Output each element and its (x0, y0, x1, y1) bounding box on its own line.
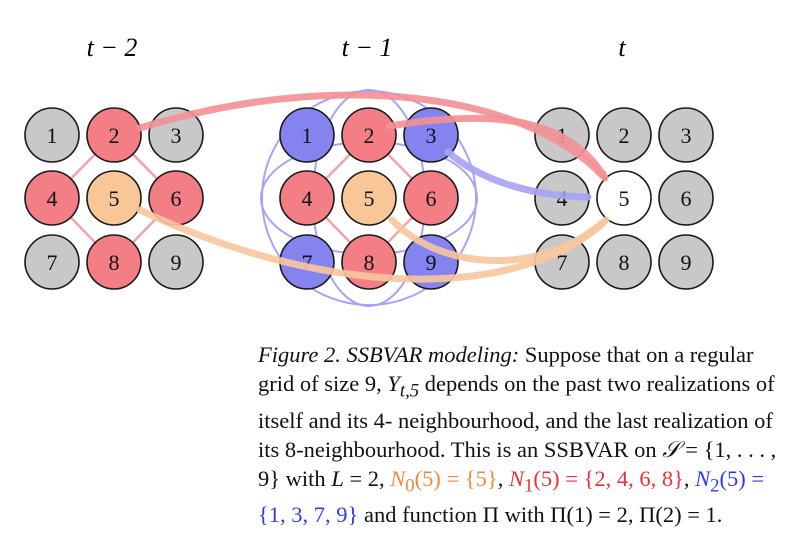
arrow-orange-t-minus-1 (388, 216, 610, 265)
node-t-6 (658, 170, 714, 226)
node-label-t-6: 6 (681, 186, 692, 211)
node-t-9 (658, 234, 714, 290)
arrow-blue-t-minus-1 (444, 148, 592, 202)
arrow-layer (136, 91, 610, 283)
node-label-t-2-7: 7 (47, 250, 58, 275)
node-label-t-1-8: 8 (364, 250, 375, 275)
node-t-1-1 (279, 107, 335, 163)
node-label-t-7: 7 (557, 250, 568, 275)
node-t-8 (596, 234, 652, 290)
node-label-t-2-9: 9 (171, 250, 182, 275)
node-label-t-1-2: 2 (364, 123, 375, 148)
caption-n0: N0(5) = {5} (390, 465, 498, 497)
caption-n2: N2(5) = {1, 3, 7, 9} (258, 465, 765, 528)
node-label-t-8: 8 (619, 250, 630, 275)
node-label-t-2-6: 6 (171, 186, 182, 211)
caption-label: Figure 2. SSBVAR modeling: (258, 342, 520, 367)
caption-text-4: = 2, (343, 465, 391, 491)
node-t-5 (596, 170, 652, 226)
node-label-t-9: 9 (681, 250, 692, 275)
node-t-1-4 (279, 170, 335, 226)
node-t-2 (596, 107, 652, 163)
node-label-t-3: 3 (681, 123, 692, 148)
node-t-2-7 (24, 234, 80, 290)
arrow-red-t-minus-1 (386, 114, 609, 182)
node-label-t-2-2: 2 (109, 123, 120, 148)
time-label-t-minus-1: t − 1 (342, 33, 393, 62)
time-label-t-minus-2: t − 2 (87, 33, 138, 62)
caption-n1: N1(5) = {2, 4, 6, 8} (508, 465, 684, 497)
node-label-t-1-1: 1 (302, 123, 313, 148)
node-t-1-5 (341, 170, 397, 226)
node-label-t-2-4: 4 (47, 186, 58, 211)
node-label-t-1-7: 7 (302, 250, 313, 275)
node-t-2-4 (24, 170, 80, 226)
node-label-t-2-8: 8 (109, 250, 120, 275)
node-label-t-1-9: 9 (426, 250, 437, 275)
caption-l-var: L (331, 465, 344, 491)
arrow-red-t-minus-2 (136, 91, 607, 180)
node-t-1-2 (341, 107, 397, 163)
caption-text-5: and function Π with Π(1) = 2, Π(2) = 1. (358, 502, 723, 527)
node-label-t-1-5: 5 (364, 186, 375, 211)
caption-text-3: = {1, . . . , 9} with (258, 436, 777, 491)
caption-text-2: depends on the past two realizations of … (258, 371, 775, 462)
node-t-2-1 (24, 107, 80, 163)
node-t-2-9 (148, 234, 204, 290)
node-t-1-6 (403, 170, 459, 226)
node-t-2-5 (86, 170, 142, 226)
node-t-2-2 (86, 107, 142, 163)
caption-y-var: Y (387, 371, 400, 396)
caption-y-sub: t,5 (399, 380, 420, 402)
node-label-t-2: 2 (619, 123, 630, 148)
node-label-t-1-3: 3 (426, 123, 437, 148)
node-t-2-8 (86, 234, 142, 290)
node-label-t-2-5: 5 (109, 186, 120, 211)
node-label-t-1-6: 6 (426, 186, 437, 211)
figure-caption: Figure 2. SSBVAR modeling: Suppose that … (258, 340, 778, 529)
node-label-t-1-4: 4 (302, 186, 313, 211)
caption-comma-1: , (497, 465, 509, 491)
caption-text-1: Suppose that on a regular grid of size 9… (258, 342, 754, 396)
caption-comma-2: , (683, 465, 696, 491)
node-label-t-2-1: 1 (47, 123, 58, 148)
node-label-t-2-3: 3 (171, 123, 182, 148)
node-t-3 (658, 107, 714, 163)
node-label-t-5: 5 (619, 186, 630, 211)
time-label-t: t (618, 33, 626, 62)
caption-set-s: 𝒮 (662, 436, 680, 462)
